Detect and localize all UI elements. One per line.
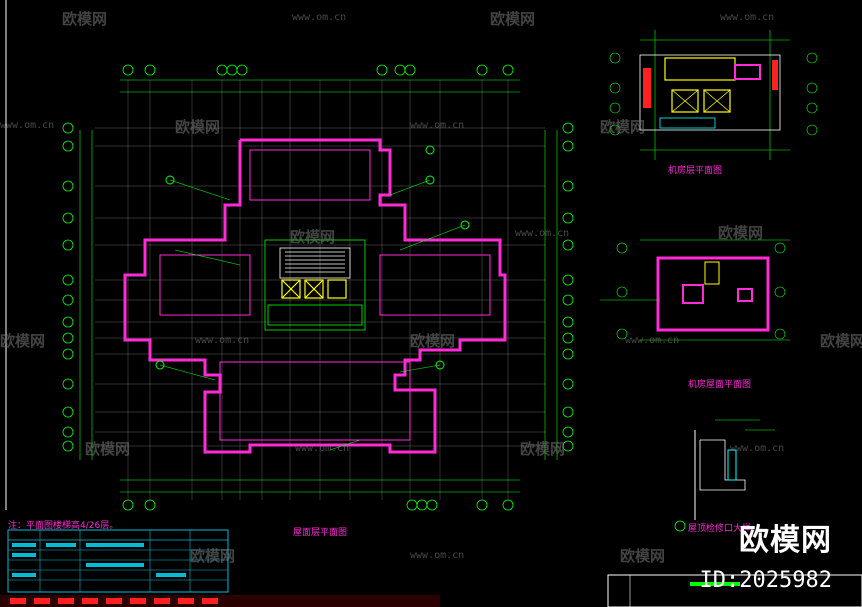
bottom-strip bbox=[0, 595, 440, 607]
watermark-logo: 欧模网 bbox=[600, 118, 646, 136]
brand-watermark: 欧模网 bbox=[739, 523, 832, 558]
machine-roof-plan-title: 机房屋面平面图 bbox=[688, 380, 752, 390]
core-stairs bbox=[279, 247, 351, 279]
watermark-logo: 欧模网 bbox=[85, 440, 131, 458]
machine-room-plan bbox=[609, 30, 818, 160]
watermark-url: www.om.cn bbox=[410, 550, 465, 561]
watermark-url: www.om.cn bbox=[625, 335, 680, 346]
watermark-url: www.om.cn bbox=[720, 12, 775, 23]
watermark-logo: 欧模网 bbox=[490, 10, 536, 28]
core-detail bbox=[264, 239, 366, 331]
watermark-logo: 欧模网 bbox=[62, 10, 108, 28]
watermark-url: www.om.cn bbox=[410, 120, 465, 131]
watermark-logo: 欧模网 bbox=[175, 118, 221, 136]
grid-bubbles bbox=[122, 64, 514, 511]
watermark-logo: 欧模网 bbox=[520, 440, 566, 458]
detail-title: 屋顶检修口大样 bbox=[688, 524, 752, 534]
watermark-logo: 欧模网 bbox=[718, 224, 764, 242]
watermark-url: www.om.cn bbox=[515, 228, 570, 239]
asset-id: ID:2025982 bbox=[699, 568, 832, 593]
grid-bubbles-left bbox=[62, 122, 574, 452]
watermark-logo: 欧模网 bbox=[620, 547, 666, 565]
watermark-url: www.om.cn bbox=[295, 443, 350, 454]
leaders bbox=[159, 179, 466, 451]
watermark-logo: 欧模网 bbox=[190, 547, 236, 565]
main-plan-axes bbox=[95, 80, 545, 500]
watermark-logo: 欧模网 bbox=[820, 332, 862, 350]
roof-plan-title: 屋面层平面图 bbox=[293, 528, 348, 538]
title-block bbox=[607, 574, 862, 607]
machine-roof-plan bbox=[600, 239, 790, 341]
roof-inner bbox=[159, 149, 491, 441]
roof-outline bbox=[123, 138, 507, 454]
watermark-url: www.om.cn bbox=[195, 335, 250, 346]
watermark-url: www.om.cn bbox=[730, 443, 785, 454]
main-plan-grid bbox=[79, 79, 558, 493]
annotation-markers bbox=[155, 145, 470, 370]
schedule-table bbox=[7, 529, 229, 593]
watermark-logo: 欧模网 bbox=[0, 332, 46, 350]
watermark-url: www.om.cn bbox=[0, 120, 55, 131]
drawing-note: 注：平面图楼梯高4/26层。 bbox=[8, 521, 119, 531]
core-elevators bbox=[281, 279, 347, 299]
watermark-url: www.om.cn bbox=[292, 12, 347, 23]
detail-section bbox=[674, 419, 775, 532]
watermark-logo: 欧模网 bbox=[290, 228, 336, 246]
watermark-logo: 欧模网 bbox=[410, 332, 456, 350]
machine-room-plan-title: 机房层平面图 bbox=[668, 166, 723, 176]
